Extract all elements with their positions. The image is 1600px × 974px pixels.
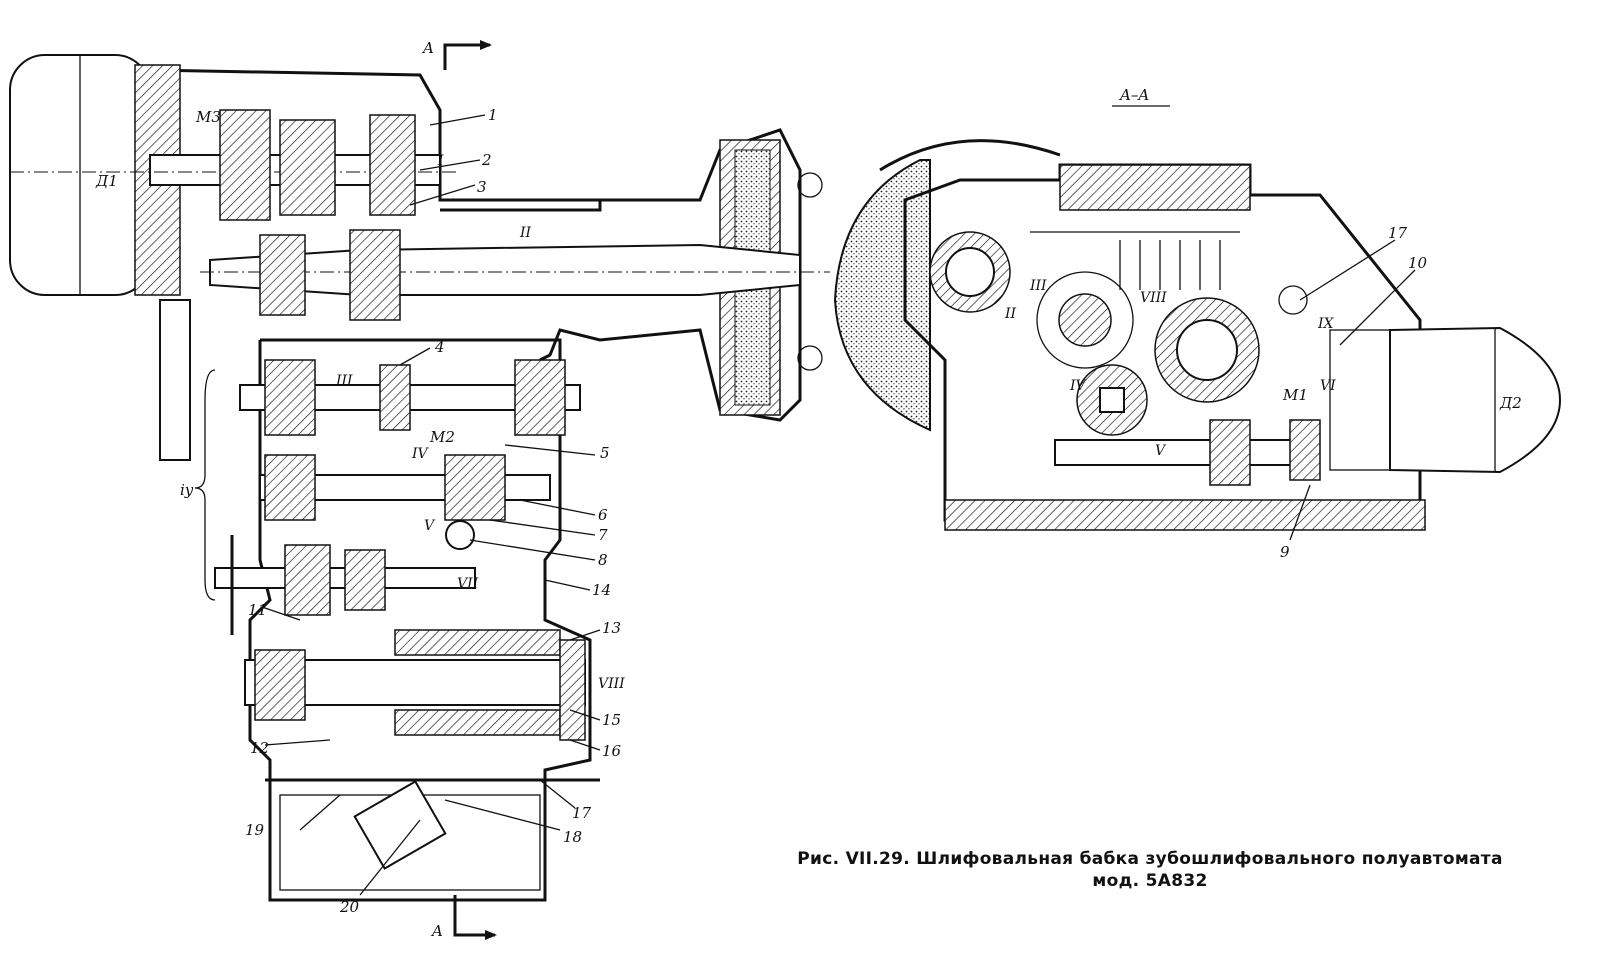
callout-12: 12 (250, 739, 269, 757)
motor-d1-label: Д1 (95, 172, 118, 190)
section-shaft-label-iii: III (1029, 278, 1047, 294)
section-shaft-label-vi: VI (1320, 378, 1336, 394)
shaft-ix-section (1278, 285, 1308, 315)
section-shaft-label-viii: VIII (1140, 290, 1167, 306)
callout-6: 6 (598, 506, 608, 524)
callout-1: 1 (488, 106, 498, 124)
motor-20 (353, 780, 447, 870)
shaft-v-section (1054, 439, 1316, 466)
section-shaft-label-ix: IX (1317, 316, 1335, 332)
callout-11: 11 (248, 601, 267, 619)
callout-8: 8 (598, 551, 608, 569)
shaft-label-vii: VII (457, 576, 479, 592)
callout-4: 4 (434, 338, 445, 356)
callout-18: 18 (563, 828, 582, 846)
caption-line-2: мод. 5A832 (1092, 871, 1208, 891)
shaft-label-v: V (424, 518, 436, 534)
shaft-label-iii: III (335, 373, 353, 389)
shaft-label-ii: II (519, 225, 532, 241)
section-callout-9: 9 (1280, 543, 1290, 561)
shaft-iii-section (1036, 271, 1134, 369)
callout-15: 15 (602, 711, 621, 729)
section-callout-10: 10 (1408, 254, 1428, 272)
shaft-v (445, 520, 475, 550)
callout-17: 17 (572, 804, 592, 822)
callout-19: 19 (245, 821, 265, 839)
callout-14: 14 (592, 581, 611, 599)
motor-d2-label: Д2 (1499, 394, 1522, 412)
callout-7: 7 (598, 526, 608, 544)
section-view: A–A (833, 86, 1562, 561)
section-mark-bottom: A (430, 922, 443, 940)
callout-20: 20 (339, 898, 360, 916)
figure-caption: Рис. VII.29. Шлифовальная бабка зубошлиф… (790, 848, 1510, 892)
section-title: A–A (1118, 86, 1149, 104)
caption-line-1: Рис. VII.29. Шлифовальная бабка зубошлиф… (797, 849, 1503, 869)
ratio-iy-label: iy (180, 481, 194, 499)
callout-16: 16 (602, 742, 622, 760)
shaft-label-viii: VIII (598, 676, 625, 692)
clutch-m3-label: M3 (195, 108, 221, 126)
grinding-wheel-section (833, 159, 931, 432)
motor-d2 (1389, 326, 1562, 474)
clutch-m2-label: M2 (429, 428, 455, 446)
shaft-label-iv: IV (411, 446, 430, 462)
callout-13: 13 (602, 619, 621, 637)
main-view: A A Д1 M3 M2 iy I II III IV V VII VIII 1… (9, 39, 830, 940)
section-shaft-label-v: V (1155, 443, 1167, 459)
clutch-m1-label: M1 (1282, 386, 1308, 404)
gearbox-housing (248, 338, 592, 902)
callout-5: 5 (600, 444, 610, 462)
callout-3: 3 (477, 178, 487, 196)
section-callout-17: 17 (1388, 224, 1408, 242)
section-shaft-label-ii: II (1004, 306, 1017, 322)
section-shaft-label-iv: IV (1069, 378, 1088, 394)
section-mark-top: A (421, 39, 434, 57)
callout-2: 2 (481, 151, 492, 169)
shaft-label-i: I (437, 153, 444, 169)
